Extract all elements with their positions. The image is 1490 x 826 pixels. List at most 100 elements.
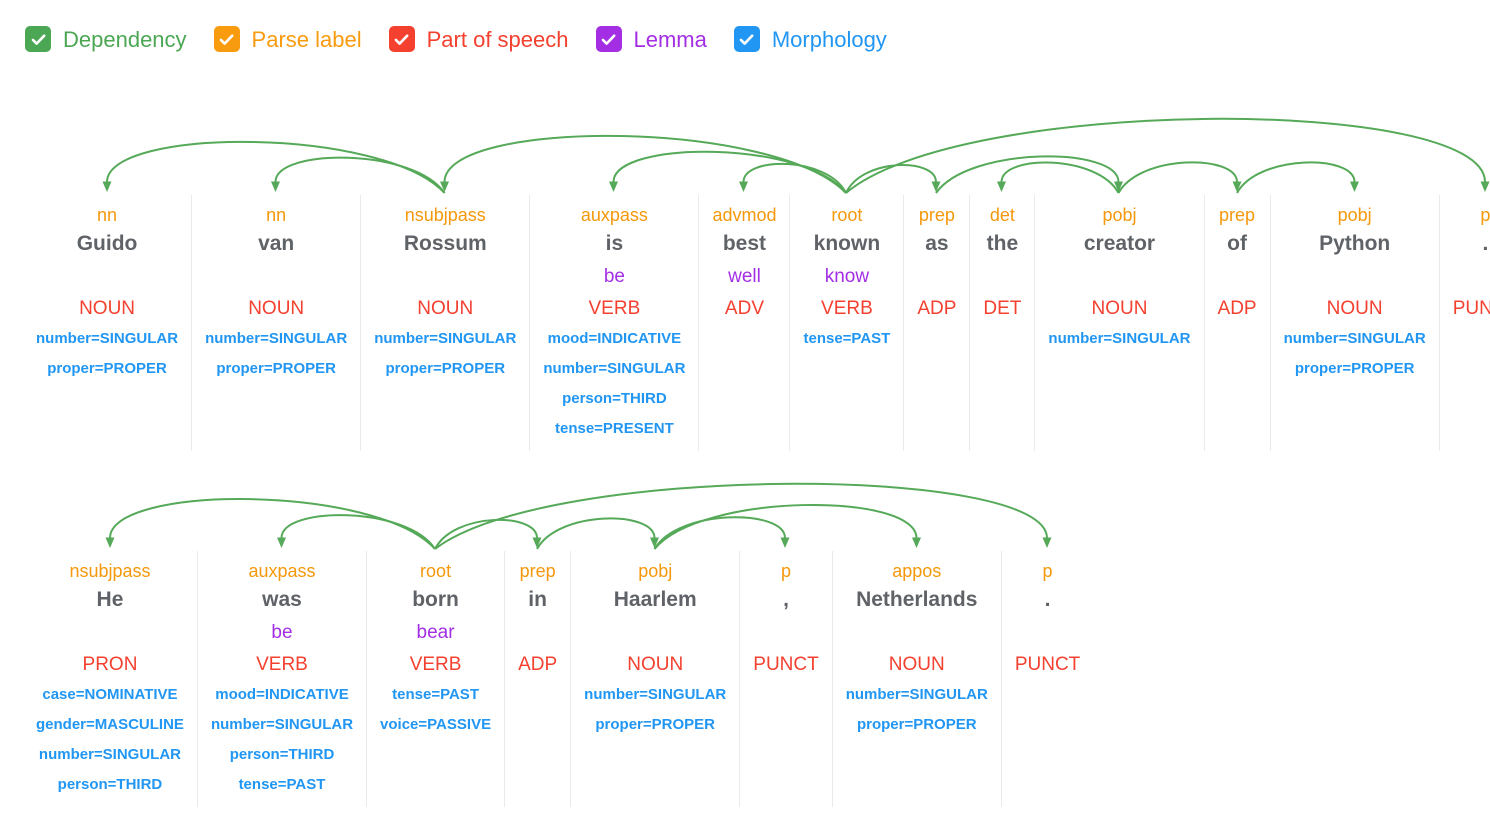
morphology-feature: number=SINGULAR (584, 686, 727, 703)
dependency-arc (845, 117, 1486, 194)
checkbox-lemma[interactable]: Lemma (595, 26, 707, 53)
token-pos: VERB (409, 654, 462, 675)
checkbox-morphology[interactable]: Morphology (733, 26, 887, 53)
token-lemma (584, 617, 726, 648)
token-word: best (722, 232, 767, 255)
arc-arrowhead-icon (1042, 537, 1052, 548)
morphology-feature: proper=PROPER (385, 360, 506, 377)
token-pos: ADP (917, 298, 957, 319)
token-word: as (925, 232, 949, 255)
parse-label: pobj (638, 561, 673, 581)
token-cell[interactable]: prep as ADP (903, 195, 969, 451)
dependency-arc (1236, 161, 1356, 194)
arc-arrowhead-icon (780, 537, 790, 548)
morphology-feature: number=SINGULAR (36, 330, 179, 347)
token-word: the (986, 232, 1019, 255)
morphology-feature: tense=PAST (392, 686, 479, 703)
token-word: was (262, 588, 302, 611)
morphology-feature: number=SINGULAR (845, 686, 988, 703)
token-lemma (36, 617, 184, 648)
checkbox-checked-icon[interactable] (595, 26, 622, 52)
token-pos: NOUN (627, 654, 684, 675)
checkbox-parse-label[interactable]: Parse label (213, 26, 362, 53)
morphology-feature: tense=PRESENT (554, 420, 674, 437)
parse-label: advmod (712, 205, 777, 225)
parse-label: nn (97, 205, 118, 225)
token-cell[interactable]: pobj creator NOUN number=SINGULAR (1034, 195, 1203, 451)
token-pos: DET (983, 298, 1022, 319)
token-lemma: be (271, 622, 293, 643)
arc-arrowhead-icon (1480, 181, 1490, 192)
token-cell[interactable]: prep of ADP (1203, 195, 1270, 451)
token-pos: NOUN (79, 298, 136, 319)
token-lemma: well (728, 266, 761, 287)
token-cell[interactable]: advmod best well ADV (698, 195, 789, 451)
parse-label: pobj (1337, 205, 1372, 225)
parse-label: prep (519, 561, 556, 581)
token-morphology: tense=PAST (803, 323, 890, 353)
token-pos: PUNCT (1014, 654, 1081, 675)
parse-label: det (989, 205, 1015, 225)
token-cell[interactable]: p . PUNCT (1000, 551, 1093, 807)
token-word: . (1044, 588, 1051, 611)
checkbox-part-of-speech[interactable]: Part of speech (388, 26, 569, 53)
dependency-arc (1000, 161, 1120, 194)
parse-label: pobj (1102, 205, 1137, 225)
token-word: creator (1083, 232, 1156, 255)
parse-label: auxpass (248, 561, 316, 581)
arc-arrowhead-icon (931, 181, 941, 192)
token-pos: ADP (518, 654, 558, 675)
morphology-feature: number=SINGULAR (374, 330, 517, 347)
token-cell[interactable]: p . PUNCT (1438, 195, 1490, 451)
dependency-arcs (105, 482, 1052, 550)
dependency-arc (109, 498, 436, 550)
token-lemma (917, 261, 956, 292)
token-pos: NOUN (417, 298, 474, 319)
morphology-feature: tense=PAST (803, 330, 891, 347)
parse-label: root (831, 205, 863, 225)
parse-label: nn (266, 205, 287, 225)
token-cell[interactable]: prep in ADP (504, 551, 570, 807)
arc-arrowhead-icon (1350, 181, 1359, 192)
dependency-arc (274, 156, 446, 194)
token-word: in (528, 588, 547, 611)
morphology-feature: tense=PAST (238, 776, 326, 793)
dependency-arc (845, 164, 937, 194)
checkbox-checked-icon[interactable] (733, 26, 760, 52)
morphology-feature: number=SINGULAR (1048, 330, 1191, 347)
checkbox-checked-icon[interactable] (213, 26, 240, 52)
morphology-feature: mood=INDICATIVE (547, 330, 682, 347)
checkbox-checked-icon[interactable] (388, 26, 415, 52)
parse-label: nsubjpass (69, 561, 151, 581)
checkbox-dependency[interactable]: Dependency (25, 26, 187, 53)
token-lemma (1015, 617, 1080, 648)
token-cell[interactable]: root known know VERB tense=PAST (789, 195, 903, 451)
token-word: He (96, 588, 124, 611)
checkbox-checked-icon[interactable] (25, 26, 51, 52)
arc-arrowhead-icon (532, 537, 542, 548)
token-cell[interactable]: det the DET (969, 195, 1034, 451)
parse-label: appos (892, 561, 942, 581)
morphology-feature: number=SINGULAR (38, 746, 182, 763)
morphology-feature: number=SINGULAR (205, 330, 348, 347)
token-cell[interactable]: p , PUNCT (739, 551, 831, 807)
arc-arrowhead-icon (102, 181, 112, 192)
arc-arrowhead-icon (440, 181, 449, 192)
